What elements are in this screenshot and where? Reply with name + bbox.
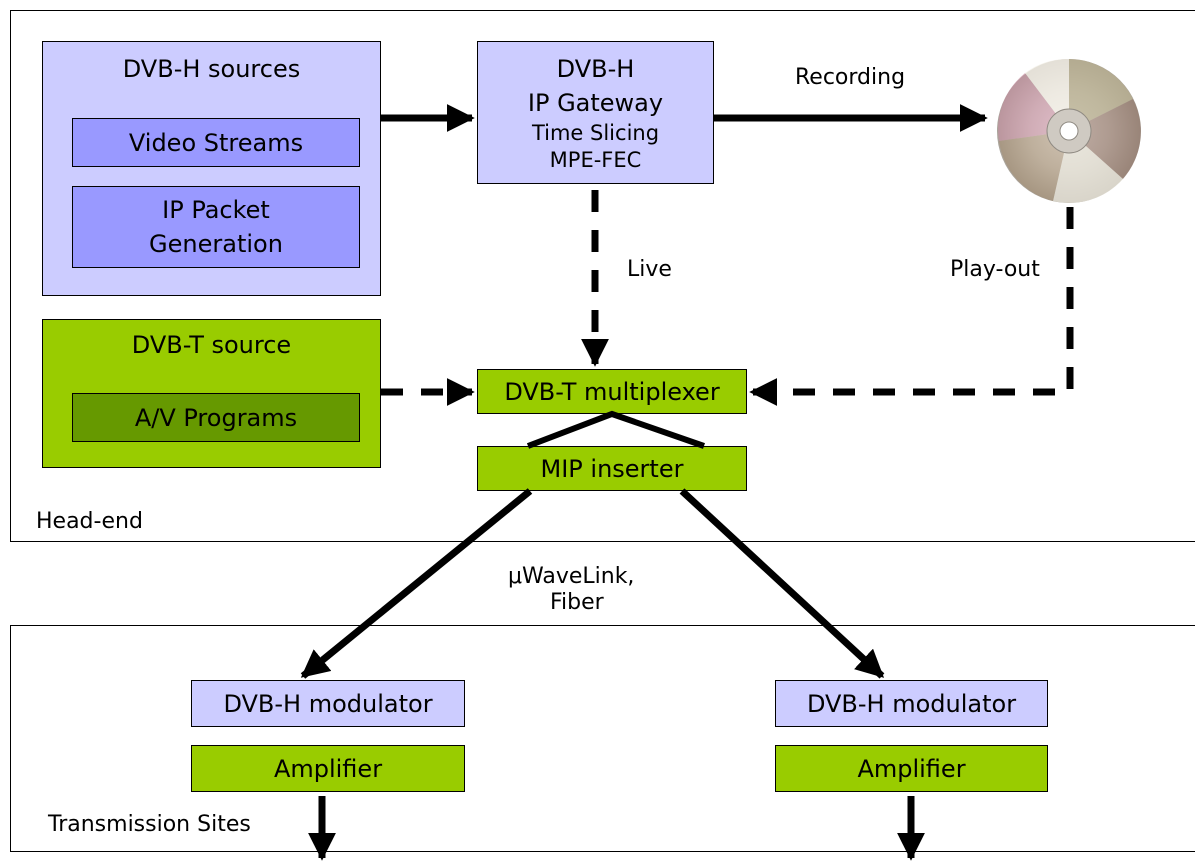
play-out-label: Play-out	[950, 257, 1040, 282]
mip-inserter-box: MIP inserter	[477, 446, 747, 491]
modulator-label-2: DVB-H modulator	[806, 689, 1017, 718]
gateway-line2: IP Gateway	[527, 88, 664, 117]
amplifier-label-2: Amplifier	[857, 754, 966, 783]
dvbh-modulator-box-1: DVB-H modulator	[191, 680, 465, 727]
multiplexer-label: DVB-T multiplexer	[504, 377, 720, 406]
live-label: Live	[627, 257, 672, 282]
recording-label: Recording	[795, 65, 906, 90]
transmission-sites-label: Transmission Sites	[48, 812, 251, 837]
av-programs-label: A/V Programs	[134, 403, 298, 432]
gateway-line1: DVB-H	[556, 54, 635, 83]
mip-inserter-label: MIP inserter	[540, 454, 684, 483]
ip-packet-label-line2: Generation	[149, 230, 283, 258]
link-label-line1: μWaveLink,	[508, 564, 635, 589]
video-streams-label: Video Streams	[128, 128, 304, 157]
optical-disc-icon	[997, 58, 1141, 203]
ip-packet-label-line1: IP Packet	[162, 196, 270, 224]
link-label-line2: Fiber	[550, 590, 604, 615]
dvbt-source-title: DVB-T source	[131, 331, 292, 359]
amplifier-box-2: Amplifier	[775, 745, 1048, 792]
dvbt-multiplexer-box: DVB-T multiplexer	[477, 369, 747, 414]
ip-gateway-box: DVB-H IP Gateway Time Slicing MPE-FEC	[477, 41, 714, 184]
gateway-line4: MPE-FEC	[549, 147, 642, 172]
video-streams-box: Video Streams	[72, 118, 360, 167]
modulator-label-1: DVB-H modulator	[223, 689, 433, 718]
ip-packet-generation-box: IP Packet Generation	[72, 186, 360, 268]
head-end-region	[10, 10, 1195, 542]
dvbh-modulator-box-2: DVB-H modulator	[775, 680, 1048, 727]
head-end-label: Head-end	[36, 509, 143, 534]
amplifier-label-1: Amplifier	[273, 754, 383, 783]
amplifier-box-1: Amplifier	[191, 745, 465, 792]
transmission-sites-region	[10, 625, 1195, 852]
gateway-line3: Time Slicing	[531, 120, 660, 145]
dvbh-sources-title: DVB-H sources	[122, 55, 301, 83]
av-programs-box: A/V Programs	[72, 393, 360, 442]
